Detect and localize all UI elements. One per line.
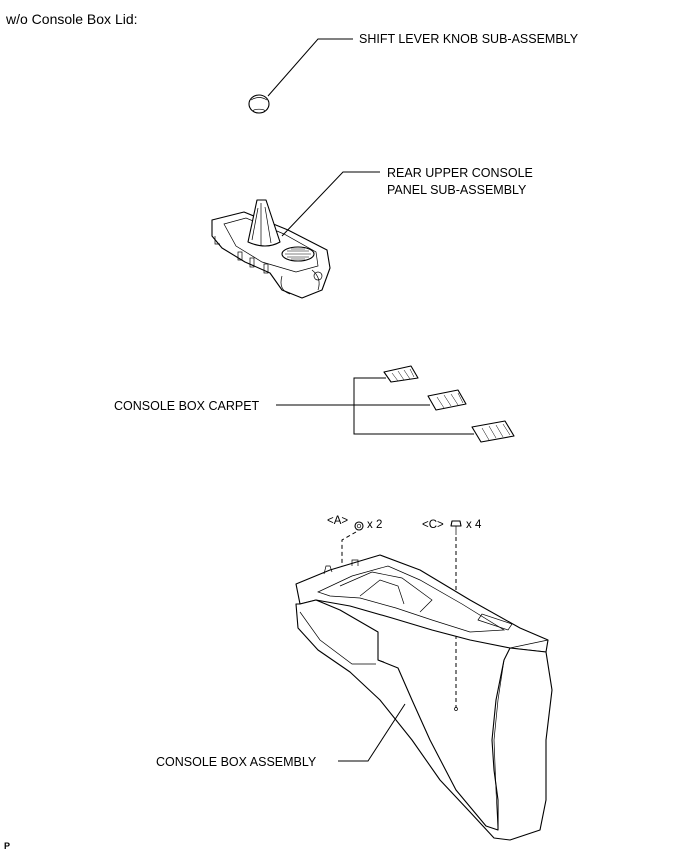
screw-c-code: <C> (422, 519, 444, 531)
carpet-leader-lines (276, 377, 474, 435)
shift-lever-knob-drawing (248, 94, 270, 114)
console-box-carpet-drawing (383, 365, 515, 443)
rear-upper-console-panel-drawing (211, 199, 331, 299)
shift-knob-label: SHIFT LEVER KNOB SUB-ASSEMBLY (359, 32, 579, 46)
rear-panel-leader-line (281, 171, 380, 237)
diagram-title: w/o Console Box Lid: (5, 11, 138, 27)
screw-c-quantity: x 4 (466, 519, 482, 531)
console-box-assembly-drawing (295, 554, 553, 841)
console-box-label: CONSOLE BOX ASSEMBLY (156, 755, 317, 769)
carpet-label: CONSOLE BOX CARPET (114, 399, 260, 413)
rear-panel-label-line2: PANEL SUB-ASSEMBLY (387, 183, 527, 197)
clip-a-quantity: x 2 (367, 519, 382, 531)
rear-panel-label-line1: REAR UPPER CONSOLE (387, 166, 533, 180)
shift-knob-leader-line (267, 38, 353, 97)
console-box-leader-line (338, 703, 406, 762)
page-mark: P (4, 841, 10, 851)
clip-a-fastener: <A> x 2 (327, 515, 382, 568)
clip-a-code: <A> (327, 515, 348, 527)
